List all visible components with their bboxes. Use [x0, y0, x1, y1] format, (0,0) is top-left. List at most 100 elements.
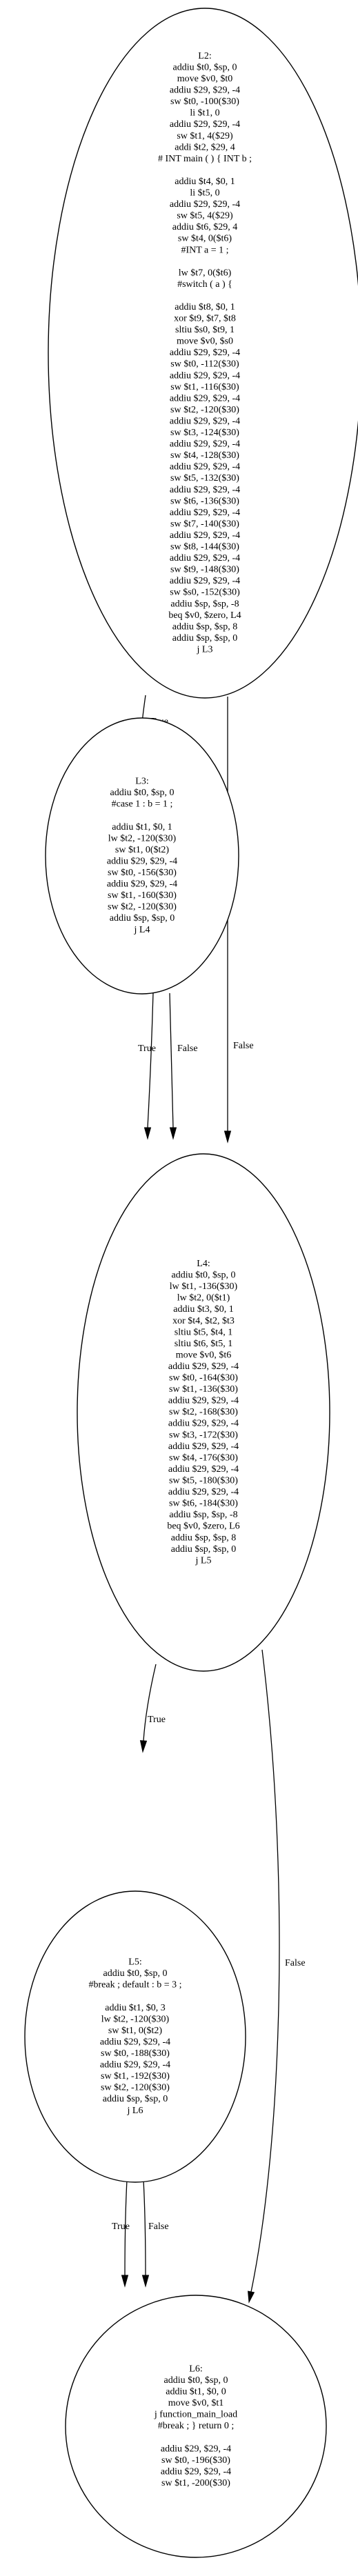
code-line: j L6 [127, 2106, 143, 2116]
edge-l4-l6-false: False [248, 1649, 306, 2304]
edge-label: False [177, 1044, 198, 1054]
code-line: lw $t2, -120($30) [108, 833, 177, 843]
code-line: addiu $t0, $sp, 0 [172, 1270, 236, 1281]
code-line: sw $t4, 0($t6) [178, 234, 232, 244]
code-line: #break ; } return 0 ; [158, 2421, 235, 2431]
code-line: sw $t8, -144($30) [170, 542, 239, 552]
code-line: sw $t4, -128($30) [170, 450, 239, 461]
code-line: addiu $29, $29, -4 [161, 2444, 231, 2454]
code-line: addiu $t4, $0, 1 [175, 177, 235, 187]
code-line: #break ; default : b = 3 ; [88, 1980, 181, 1990]
node-label: L6: [189, 2364, 202, 2375]
code-line: addiu $29, $29, -4 [168, 1441, 239, 1452]
code-line: sw $t1, -200($30) [161, 2478, 230, 2488]
code-line: sw $t1, -116($30) [170, 382, 239, 392]
code-line: sw $t2, -120($30) [170, 405, 239, 415]
code-line: addiu $t8, $0, 1 [175, 302, 235, 312]
code-line: addiu $29, $29, -4 [107, 879, 177, 890]
code-line: beq $v0, $zero, L6 [167, 1521, 239, 1532]
code-line: li $t1, 0 [190, 108, 219, 119]
node-l3-ellipse [45, 717, 239, 995]
code-line: addiu $29, $29, -4 [168, 1361, 239, 1372]
code-line: addiu $t0, $sp, 0 [103, 1968, 168, 1979]
code-line: addi $t2, $29, 4 [175, 142, 235, 152]
code-line: addiu $29, $29, -4 [168, 1464, 239, 1475]
code-line: j L4 [134, 925, 150, 935]
arrow-head-icon [169, 1127, 177, 1140]
code-line: #case 1 : b = 1 ; [112, 799, 173, 810]
code-line: j L5 [195, 1555, 212, 1566]
code-line: addiu $29, $29, -4 [170, 417, 240, 427]
arrow-head-icon [223, 1130, 232, 1144]
code-line: sw $t4, -176($30) [169, 1452, 238, 1463]
edge-label: True [148, 1715, 166, 1725]
code-line: move $v0, $t6 [176, 1350, 232, 1361]
edge-line [143, 1664, 157, 1741]
edge-l3-l4-true: True [138, 992, 156, 1140]
code-line: addiu $29, $29, -4 [170, 439, 240, 450]
arrow-head-icon [139, 1740, 148, 1753]
code-line: sw $s0, -152($30) [170, 588, 240, 598]
arrow-head-icon [143, 1127, 152, 1140]
code-line: move $v0, $s0 [177, 337, 233, 347]
code-line: beq $v0, $zero, L4 [168, 610, 241, 621]
code-line: addiu $sp, $sp, 0 [172, 633, 238, 643]
code-line: addiu $29, $29, -4 [170, 393, 240, 403]
code-line: j L3 [197, 645, 213, 655]
edges-layer: TrueFalseTrueFalseTrueFalseTrueFalse [112, 695, 306, 2304]
code-line: lw $t1, -136($30) [170, 1281, 238, 1292]
edge-line [147, 992, 154, 1128]
code-line: sw $t1, 0($t2) [108, 2026, 163, 2036]
node-l4-ellipse [77, 1153, 330, 1672]
code-line: addiu $sp, $sp, 0 [103, 2094, 168, 2104]
code-line: addiu $t1, $0, 3 [105, 2003, 166, 2013]
code-line: sw $t2, -120($30) [108, 902, 177, 912]
node-label: L2: [198, 51, 211, 61]
code-line: addiu $29, $29, -4 [170, 86, 240, 96]
code-line: sw $t1, -160($30) [108, 890, 177, 901]
code-line: addiu $29, $29, -4 [170, 119, 240, 130]
node-l5: L5:addiu $t0, $sp, 0#break ; default : b… [24, 1890, 246, 2183]
code-line: sw $t1, -192($30) [101, 2071, 170, 2081]
code-line: addiu $t0, $sp, 0 [164, 2375, 228, 2386]
code-line: sw $t5, 4($29) [177, 211, 233, 221]
code-line: sw $t7, -140($30) [170, 519, 239, 530]
code-line: sw $t0, -164($30) [169, 1373, 238, 1384]
node-l2-ellipse [48, 8, 358, 699]
code-line: sw $t0, -196($30) [161, 2455, 230, 2466]
code-line: addiu $sp, $sp, 8 [172, 621, 238, 632]
code-line: sltiu $t5, $t4, 1 [175, 1327, 232, 1337]
code-line: li $t5, 0 [190, 188, 219, 199]
arrow-head-icon [141, 2275, 150, 2288]
code-line: addiu $29, $29, -4 [168, 1487, 239, 1497]
code-line: sw $t9, -148($30) [170, 565, 239, 575]
code-line: sltiu $t6, $t5, 1 [175, 1339, 232, 1349]
code-line: addiu $29, $29, -4 [170, 530, 240, 541]
code-line: sw $t6, -184($30) [169, 1499, 238, 1509]
node-l6-ellipse [65, 2295, 327, 2558]
code-line: sw $t0, -100($30) [170, 97, 239, 107]
arrow-head-icon [121, 2275, 129, 2288]
code-line: addiu $29, $29, -4 [107, 857, 177, 867]
code-line: sw $t3, -124($30) [170, 428, 239, 438]
code-line: lw $t2, 0($t1) [177, 1293, 230, 1304]
node-l3: L3:addiu $t0, $sp, 0#case 1 : b = 1 ;add… [45, 717, 239, 995]
code-line: addiu $sp, $sp, 0 [171, 1544, 237, 1555]
code-line: sw $t1, 0($t2) [115, 845, 170, 855]
code-line: #INT a = 1 ; [181, 245, 228, 255]
node-label: L5: [128, 1957, 141, 1968]
code-line: move $v0, $t0 [177, 74, 233, 84]
code-line: addiu $29, $29, -4 [100, 2060, 170, 2070]
code-line: j function_main_load [154, 2410, 237, 2420]
code-line: addiu $29, $29, -4 [170, 348, 240, 358]
code-line: sw $t0, -112($30) [170, 359, 239, 370]
code-line: addiu $29, $29, -4 [161, 2466, 231, 2477]
code-line: addiu $29, $29, -4 [170, 508, 240, 518]
code-line: addiu $t3, $0, 1 [173, 1304, 234, 1315]
code-line: sltiu $s0, $t9, 1 [175, 325, 235, 335]
node-label: L4: [197, 1259, 210, 1269]
code-line: sw $t3, -172($30) [169, 1430, 238, 1440]
code-line: xor $t4, $t2, $t3 [172, 1316, 235, 1326]
